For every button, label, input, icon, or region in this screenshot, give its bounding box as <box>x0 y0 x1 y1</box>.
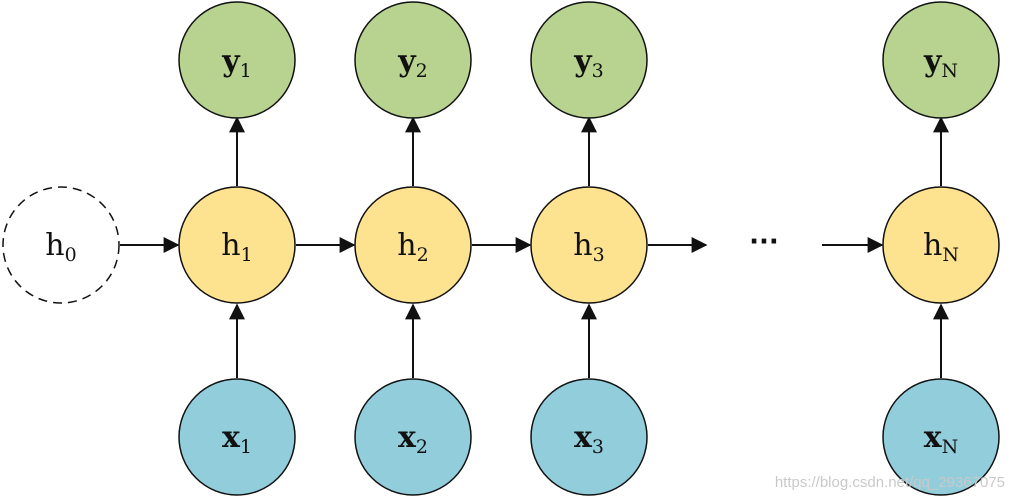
svg-text:x2: x2 <box>398 420 428 458</box>
svg-text:h2: h2 <box>397 228 428 266</box>
node-h2: h2 <box>354 186 472 304</box>
svg-text:h1: h1 <box>221 228 252 266</box>
node-hN: hN <box>882 186 1000 304</box>
node-h3: h3 <box>530 186 648 304</box>
node-h1: h1 <box>178 186 296 304</box>
svg-text:x3: x3 <box>574 420 604 458</box>
watermark: https://blog.csdn.net/qq_29367075 <box>774 474 1005 491</box>
node-y3: y3 <box>530 1 648 119</box>
svg-text:y2: y2 <box>397 44 428 82</box>
svg-text:yN: yN <box>923 44 958 82</box>
node-x2: x2 <box>354 378 472 496</box>
svg-text:y1: y1 <box>221 44 252 82</box>
svg-text:y3: y3 <box>573 44 604 82</box>
node-yN: yN <box>882 1 1000 119</box>
svg-text:h0: h0 <box>45 228 76 266</box>
svg-text:h3: h3 <box>573 228 604 266</box>
node-x3: x3 <box>530 378 648 496</box>
node-y2: y2 <box>354 1 472 119</box>
svg-text:hN: hN <box>923 228 959 266</box>
ellipsis: ··· <box>749 227 779 257</box>
node-h0: h0 <box>2 186 120 304</box>
node-x1: x1 <box>178 378 296 496</box>
node-xN: xN <box>882 378 1000 496</box>
node-y1: y1 <box>178 1 296 119</box>
svg-text:xN: xN <box>924 420 959 458</box>
svg-text:x1: x1 <box>222 420 252 458</box>
